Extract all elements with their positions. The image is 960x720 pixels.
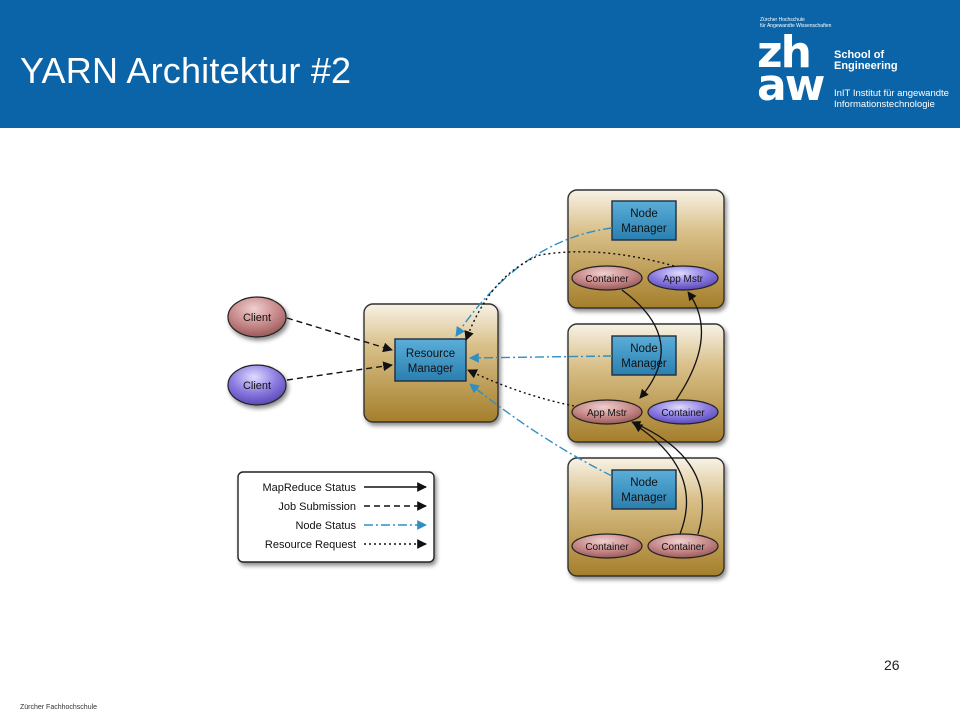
zhaw-logo-mark: zh aw [757,27,825,111]
resource-manager-node: Resource Manager [363,303,499,423]
legend-label-job-submission: Job Submission [278,501,356,513]
node-manager-2-box [611,335,677,376]
client-1: Client [227,296,287,338]
job-submission-arrow-1 [286,317,393,353]
node-box-1: Node Manager Container App Mstr [567,189,725,309]
node-3-container-b [647,533,719,559]
node-2-left-label: App Mstr [587,408,628,419]
logo-small-text: Zürcher Hochschule für Angewandte Wissen… [760,17,831,29]
mapreduce-status-arrow-4 [631,421,703,535]
legend-label-node-status: Node Status [295,520,356,532]
node-manager-1-label-1: Node [630,208,658,220]
node-manager-3-label-1: Node [630,477,658,489]
client-1-label: Client [243,312,271,324]
node-1-left-label: Container [585,274,629,285]
mapreduce-status-arrow-1 [621,289,662,399]
node-2-right-label: Container [661,408,705,419]
job-submission-arrow-2 [286,361,393,381]
resource-manager-label-2: Manager [408,363,454,375]
logo-small-line2: für Angewandte Wissenschaften [760,23,832,29]
node-1-container [571,265,643,291]
node-manager-2-label-2: Manager [621,358,667,370]
node-box-2: Node Manager App Mstr Container [567,323,725,443]
node-3-container-a [571,533,643,559]
mapreduce-status-arrow-3 [633,423,688,535]
logo-mark-line2: aw [757,60,825,111]
node-manager-1-box [611,200,677,241]
node-status-arrow-3 [469,383,613,477]
header-bar: YARN Architektur #2 Zürcher Hochschule f… [0,0,960,128]
logo-mark-line1: zh [757,27,812,78]
logo-institute-line1: InIT Institut für angewandte [834,88,949,99]
node-2-app-master [571,399,643,425]
logo-school-text: School of Engineering [834,50,898,72]
legend-label-resource-request: Resource Request [265,539,356,551]
node-manager-3-box [611,469,677,510]
logo-school-line1: School of [834,49,885,61]
resource-request-arrow-1 [464,251,675,341]
node-1-right-label: App Mstr [663,274,704,285]
resource-request-arrow-2 [467,369,575,407]
diagram-legend: MapReduce Status Job Submission Node Sta… [237,471,435,563]
node-1-app-master [647,265,719,291]
logo-institute-line2: Informationstechnologie [834,99,935,110]
slide-title: YARN Architektur #2 [20,50,352,91]
client-2-label: Client [243,380,271,392]
node-status-arrow-1 [455,227,613,337]
logo-institute-text: InIT Institut für angewandte Information… [834,88,949,110]
footer-text: Zürcher Fachhochschule [20,704,98,711]
node-status-arrow-2 [469,352,613,363]
node-manager-3-label-2: Manager [621,492,667,504]
node-3-right-label: Container [661,542,705,553]
mapreduce-status-arrow-2 [675,291,703,401]
node-3-left-label: Container [585,542,629,553]
node-manager-2-label-1: Node [630,343,658,355]
page-number: 26 [884,657,900,673]
logo-school-line2: Engineering [834,60,898,72]
node-manager-1-label-2: Manager [621,223,667,235]
client-2: Client [227,364,287,406]
node-2-container [647,399,719,425]
node-box-3: Node Manager Container Container [567,457,725,577]
logo-small-line1: Zürcher Hochschule [760,17,805,23]
resource-manager-label-1: Resource [406,348,455,360]
legend-label-mapreduce-status: MapReduce Status [262,482,356,494]
